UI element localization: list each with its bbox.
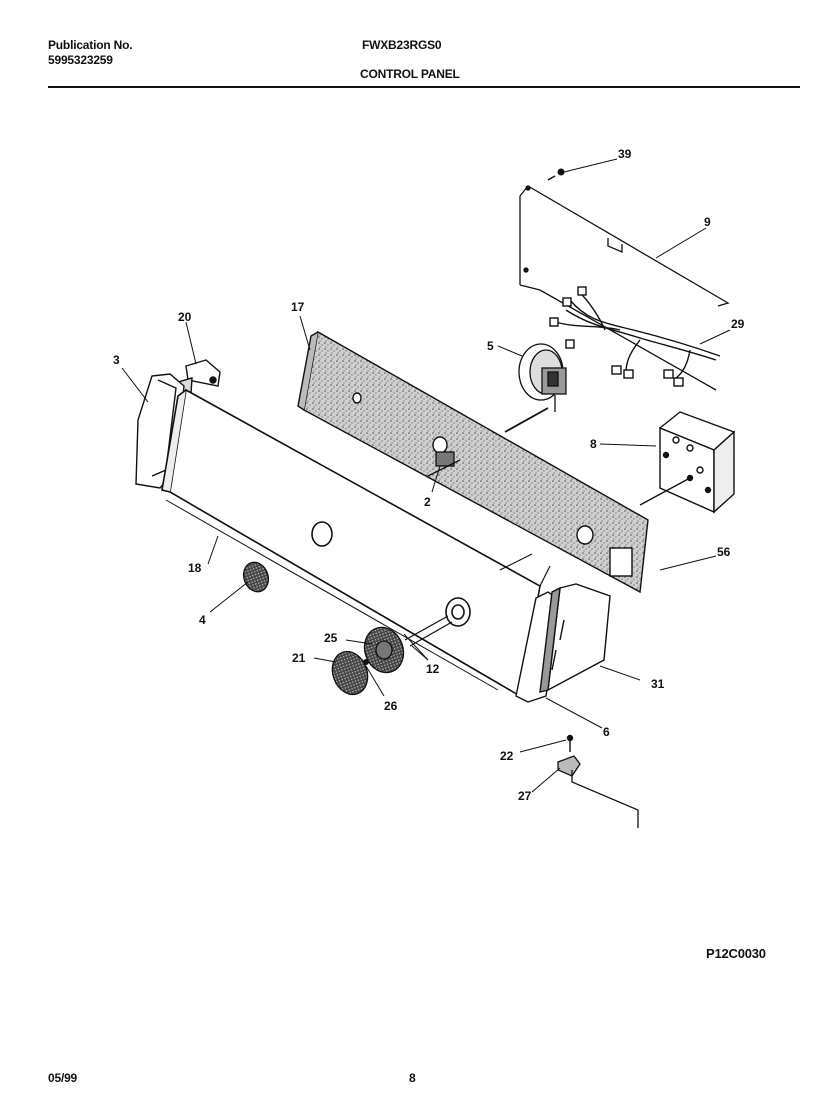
callout-6: 6 bbox=[603, 725, 610, 739]
part-29-wire-harness bbox=[549, 286, 721, 387]
callout-29: 29 bbox=[731, 317, 745, 331]
callout-2: 2 bbox=[424, 495, 431, 509]
publication-number: 5995323259 bbox=[48, 53, 113, 67]
shaft-lines bbox=[404, 553, 533, 647]
header-rule bbox=[48, 86, 800, 88]
callout-3: 3 bbox=[113, 353, 120, 367]
part-26-clip bbox=[363, 659, 369, 665]
diagram-code: P12C0030 bbox=[706, 946, 766, 961]
part-2-bracket bbox=[427, 451, 461, 477]
part-27-clamp bbox=[557, 755, 639, 828]
callout-9: 9 bbox=[704, 215, 711, 229]
callout-18: 18 bbox=[188, 561, 202, 575]
publication-label: Publication No. bbox=[48, 38, 133, 52]
callout-21: 21 bbox=[292, 651, 306, 665]
part-5-timer bbox=[504, 343, 567, 433]
callout-17: 17 bbox=[291, 300, 305, 314]
section-title: CONTROL PANEL bbox=[360, 67, 460, 81]
part-22-screw bbox=[566, 734, 574, 752]
callout-26: 26 bbox=[384, 699, 398, 713]
part-21-knob bbox=[331, 650, 369, 696]
part-31-end-cover bbox=[539, 583, 611, 693]
callout-39: 39 bbox=[618, 147, 632, 161]
callout-22: 22 bbox=[500, 749, 514, 763]
model-number: FWXB23RGS0 bbox=[362, 38, 442, 52]
callout-8: 8 bbox=[590, 437, 597, 451]
part-17-console-back bbox=[297, 330, 649, 594]
footer-page: 8 bbox=[409, 1071, 416, 1085]
callout-56: 56 bbox=[717, 545, 731, 559]
callout-20: 20 bbox=[178, 310, 192, 324]
callout-27: 27 bbox=[518, 789, 532, 803]
footer-date: 05/99 bbox=[48, 1071, 78, 1085]
part-8-switch-box bbox=[639, 411, 736, 514]
callout-5: 5 bbox=[487, 339, 494, 353]
callout-31: 31 bbox=[651, 677, 665, 691]
part-4-knob bbox=[242, 561, 270, 593]
part-9-bracket bbox=[519, 185, 730, 391]
callout-25: 25 bbox=[324, 631, 338, 645]
callout-4: 4 bbox=[199, 613, 206, 627]
leader-lines bbox=[121, 158, 731, 793]
part-39-screw bbox=[547, 168, 565, 181]
part-25-skirt bbox=[363, 626, 405, 674]
callout-12: 12 bbox=[426, 662, 440, 676]
